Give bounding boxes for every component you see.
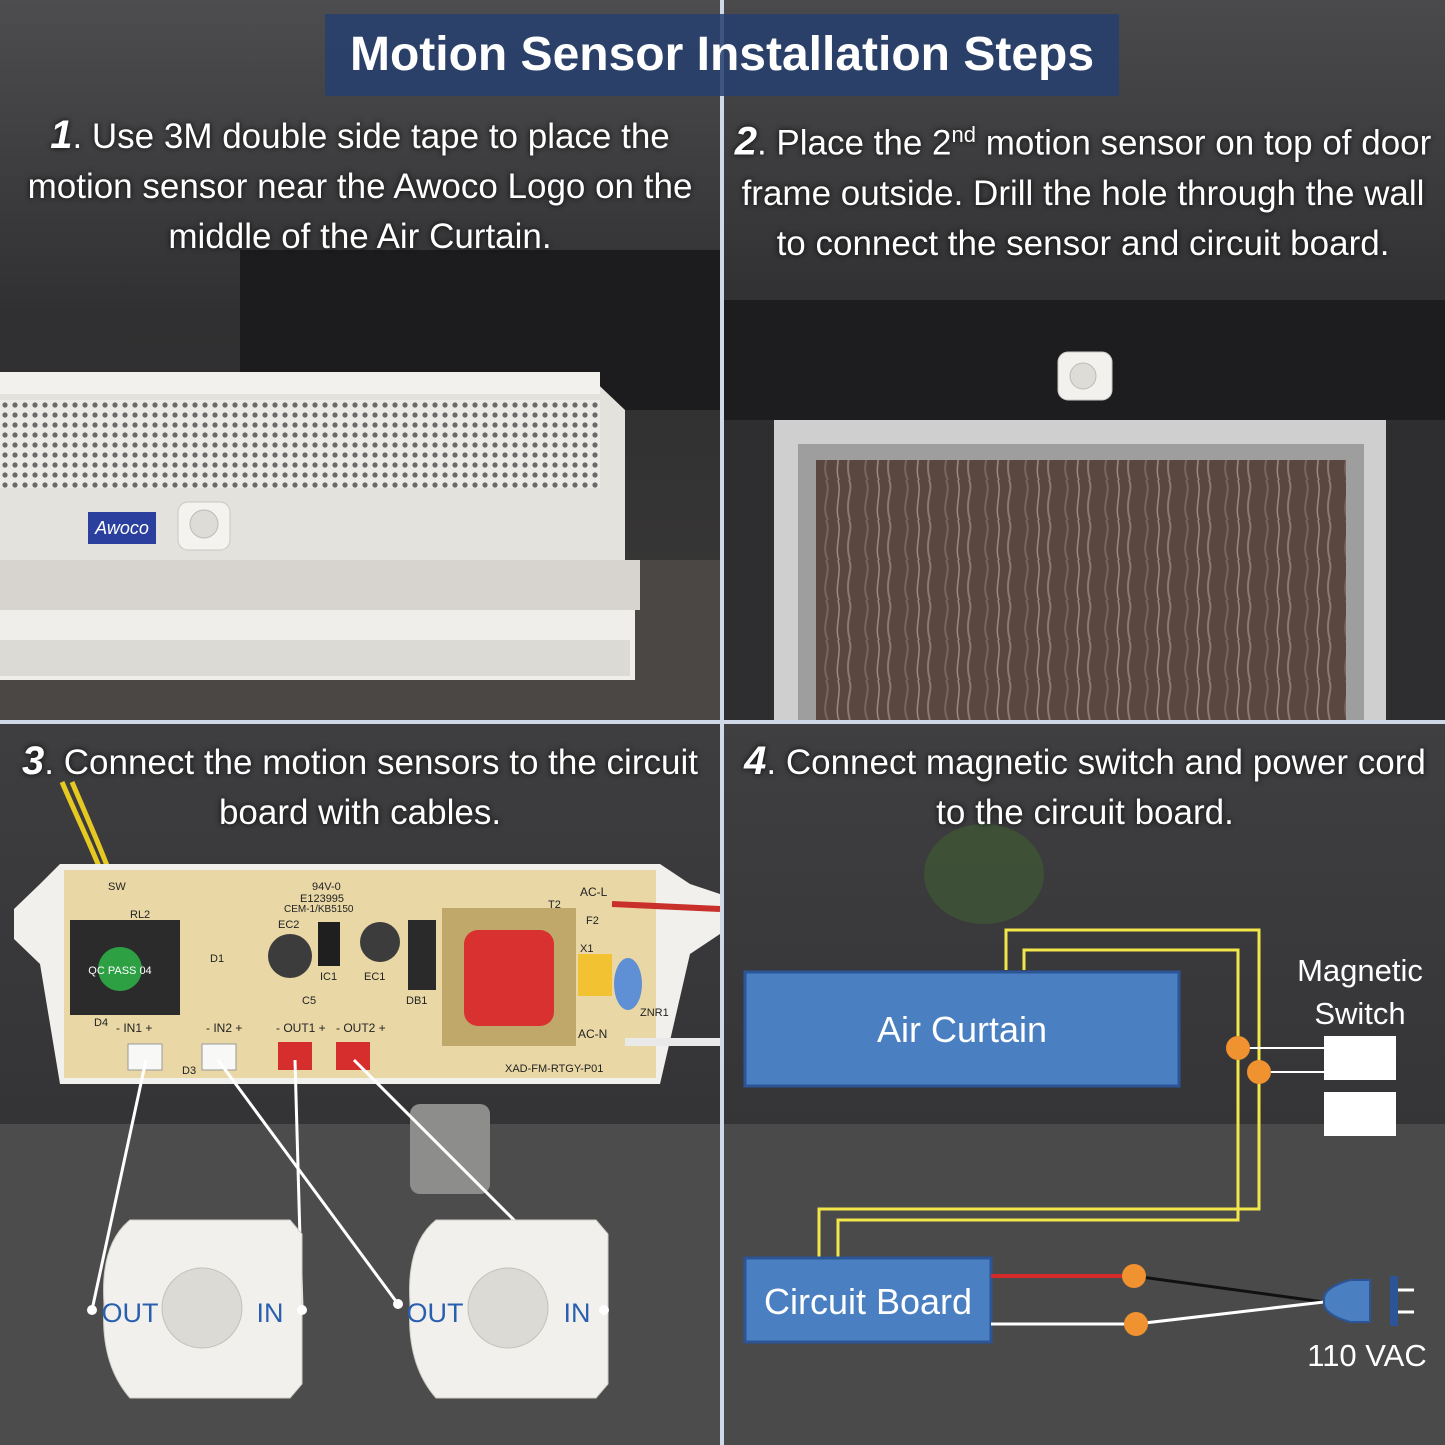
awoco-logo: [88, 512, 156, 544]
sensor-wiring-illustration: QC PASS 04 SW RL2 EC2 IC1 EC1 DB1 C5 D1 …: [0, 781, 721, 1445]
svg-text:AC-N: AC-N: [578, 1027, 607, 1041]
air-curtain-label: Air Curtain: [877, 1009, 1047, 1050]
magnetic-switch-label-2: Switch: [1314, 996, 1405, 1031]
sensor-1-in-label: IN: [257, 1298, 284, 1328]
svg-text:94V-0: 94V-0: [312, 881, 341, 893]
svg-text:T2: T2: [548, 899, 561, 911]
qc-pass-sticker: QC PASS 04: [88, 965, 151, 977]
logo-text: Awoco: [94, 518, 149, 538]
step-1-text: 1. Use 3M double side tape to place the …: [27, 113, 693, 256]
door-frame-illustration: [724, 300, 1445, 721]
step-3-text: 3. Connect the motion sensors to the cir…: [22, 739, 698, 832]
svg-text:C5: C5: [302, 995, 316, 1007]
wire-signal-inner: [836, 948, 1240, 1258]
motion-sensor-2: OUT IN: [407, 1219, 609, 1399]
sensor-1-out-label: OUT: [102, 1298, 159, 1328]
power-plug-icon: [1322, 1279, 1371, 1323]
power-label: 110 VAC: [1307, 1338, 1426, 1373]
horizontal-divider: [0, 720, 1445, 724]
svg-text:AC-L: AC-L: [580, 885, 608, 899]
svg-text:E123995: E123995: [300, 893, 344, 905]
sensor-2-in-label: IN: [564, 1298, 591, 1328]
step-2-number: 2: [734, 119, 757, 164]
svg-text:SW: SW: [108, 881, 126, 893]
svg-text:D1: D1: [210, 953, 224, 965]
step-2-text: 2. Place the 2nd motion sensor on top of…: [734, 119, 1432, 263]
svg-text:EC2: EC2: [278, 919, 299, 931]
magnetic-switch-bottom: [1324, 1092, 1396, 1136]
connector-in2: [201, 1043, 237, 1071]
pin-label-in2: - IN2 +: [206, 1021, 242, 1035]
svg-text:DB1: DB1: [406, 995, 427, 1007]
step-4-text: 4. Connect magnetic switch and power cor…: [744, 739, 1426, 832]
magnetic-switch-label-1: Magnetic: [1297, 953, 1423, 988]
svg-text:F2: F2: [586, 915, 599, 927]
air-curtain-box: [743, 970, 1181, 1088]
svg-text:XAD-FM-RTGY-P01: XAD-FM-RTGY-P01: [505, 1063, 603, 1075]
svg-text:IC1: IC1: [320, 971, 337, 983]
air-curtain-illustration: Awoco: [0, 250, 721, 721]
svg-text:ZNR1: ZNR1: [640, 1007, 669, 1019]
step-1-number: 1: [50, 113, 73, 157]
svg-text:X1: X1: [580, 943, 593, 955]
sensor-2-out-label: OUT: [407, 1298, 464, 1328]
svg-text:EC1: EC1: [364, 971, 385, 983]
connector-dot: [1247, 1060, 1271, 1084]
pin-label-out2: - OUT2 +: [336, 1021, 386, 1035]
motion-sensor-1: OUT IN: [102, 1219, 303, 1399]
magnetic-switch-top: [1324, 1036, 1396, 1080]
pin-label-in1: - IN1 +: [116, 1021, 152, 1035]
panel-step-2: [724, 0, 1445, 721]
pin-label-out1: - OUT1 +: [276, 1021, 326, 1035]
connector-dot: [1226, 1036, 1250, 1060]
step-4-number: 4: [744, 739, 767, 783]
svg-text:D4: D4: [94, 1017, 108, 1029]
panel-step-1: Awoco: [0, 0, 721, 721]
panel-step-3: QC PASS 04 SW RL2 EC2 IC1 EC1 DB1 C5 D1 …: [0, 724, 721, 1445]
circuit-board-label: Circuit Board: [764, 1281, 972, 1322]
circuit-board-box: [743, 1256, 993, 1344]
panel-step-4: Air Curtain Magnetic Switch Circuit Boar…: [724, 724, 1445, 1445]
step-3-number: 3: [22, 739, 45, 783]
svg-text:RL2: RL2: [130, 909, 150, 921]
svg-text:D3: D3: [182, 1065, 196, 1077]
svg-text:CEM-1/KB5150: CEM-1/KB5150: [284, 904, 354, 915]
page-title: Motion Sensor Installation Steps: [325, 14, 1119, 96]
connector-out2: [336, 1042, 370, 1070]
wiring-diagram: Air Curtain Magnetic Switch Circuit Boar…: [724, 824, 1445, 1445]
